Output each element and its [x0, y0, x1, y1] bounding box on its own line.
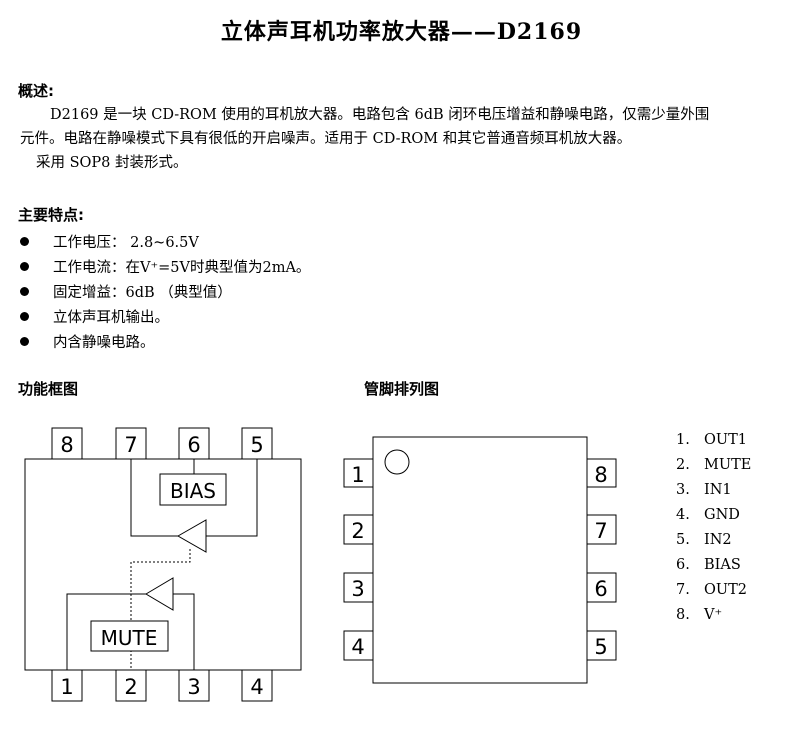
- feature-item: 固定增益：6dB （典型值）: [20, 279, 310, 304]
- bottom-pin: 4: [241, 669, 273, 702]
- bullet-icon: [20, 262, 29, 271]
- bottom-pin: 2: [115, 669, 147, 702]
- feature-item: 工作电压： 2.8~6.5V: [20, 229, 310, 254]
- top-pin: 7: [115, 427, 147, 460]
- feature-item: 工作电流：在V⁺=5V时典型值为2mA。: [20, 254, 310, 279]
- mute-label: MUTE: [101, 626, 158, 650]
- svg-text:2: 2: [351, 519, 364, 543]
- svg-text:4: 4: [250, 675, 263, 699]
- svg-text:6: 6: [187, 433, 200, 457]
- pin-list-item: 3.IN1: [676, 481, 732, 498]
- block-diagram-heading: 功能框图: [18, 380, 79, 398]
- right-pin: 5: [586, 630, 617, 661]
- amplifier-1-icon: [176, 519, 207, 553]
- bias-label: BIAS: [170, 479, 216, 503]
- amplifier-2-icon: [145, 577, 174, 611]
- left-pin: 2: [343, 514, 374, 545]
- pin-list-item: 8.V⁺: [676, 606, 723, 623]
- svg-text:3: 3: [187, 675, 200, 699]
- circuit-wires: [66, 459, 258, 670]
- bullet-icon: [20, 287, 29, 296]
- bias-block: [159, 473, 227, 506]
- top-pin: 6: [178, 427, 210, 460]
- pin-list-item: 5.IN2: [676, 531, 732, 548]
- bottom-pin: 1: [51, 669, 83, 702]
- mute-block: [90, 620, 169, 652]
- svg-text:6: 6: [594, 577, 607, 601]
- left-pin: 4: [343, 630, 374, 661]
- svg-text:5: 5: [250, 433, 263, 457]
- overview-line-1: D2169 是一块 CD-ROM 使用的耳机放大器。电路包含 6dB 闭环电压增…: [50, 107, 710, 123]
- feature-item: 内含静噪电路。: [20, 329, 310, 354]
- right-pin: 8: [586, 458, 617, 488]
- overview-heading: 概述:: [18, 82, 54, 100]
- svg-text:1: 1: [351, 463, 364, 487]
- svg-text:1: 1: [60, 675, 73, 699]
- overview-line-2: 元件。电路在静噪模式下具有很低的开启噪声。适用于 CD-ROM 和其它普通音频耳…: [20, 131, 632, 147]
- left-pin: 3: [343, 572, 374, 603]
- svg-text:4: 4: [351, 635, 364, 659]
- features-list: 工作电压： 2.8~6.5V 工作电流：在V⁺=5V时典型值为2mA。 固定增益…: [20, 229, 310, 354]
- pin-diagram-heading: 管脚排列图: [364, 380, 440, 398]
- top-pin: 8: [51, 427, 83, 460]
- right-pin: 6: [586, 572, 617, 603]
- pin-list-item: 2.MUTE: [676, 456, 752, 473]
- svg-text:2: 2: [124, 675, 137, 699]
- control-wires: [130, 549, 191, 670]
- pin-list-item: 1.OUT1: [676, 431, 748, 448]
- svg-text:7: 7: [124, 433, 137, 457]
- pin-list-item: 7.OUT2: [676, 581, 748, 598]
- right-pin: 7: [586, 514, 617, 545]
- bullet-icon: [20, 312, 29, 321]
- package-body: [372, 436, 588, 684]
- overview-line-3: 采用 SOP8 封装形式。: [36, 155, 188, 171]
- bullet-icon: [20, 337, 29, 346]
- bullet-icon: [20, 237, 29, 246]
- pin-list: 1.OUT1 2.MUTE 3.IN1 4.GND 5.IN2 6.BIAS 7…: [676, 427, 751, 627]
- svg-text:3: 3: [351, 577, 364, 601]
- pin-list-item: 6.BIAS: [676, 556, 741, 573]
- pin-list-item: 4.GND: [676, 506, 740, 523]
- pin1-marker-icon: [384, 449, 410, 475]
- top-pin: 5: [241, 427, 273, 460]
- svg-text:7: 7: [594, 519, 607, 543]
- svg-text:5: 5: [594, 635, 607, 659]
- features-heading: 主要特点:: [18, 206, 84, 224]
- feature-item: 立体声耳机输出。: [20, 304, 310, 329]
- document-title: 立体声耳机功率放大器——D2169: [220, 19, 583, 45]
- svg-text:8: 8: [594, 463, 607, 487]
- bottom-pin: 3: [178, 669, 210, 702]
- left-pin: 1: [343, 458, 374, 488]
- svg-text:8: 8: [60, 433, 73, 457]
